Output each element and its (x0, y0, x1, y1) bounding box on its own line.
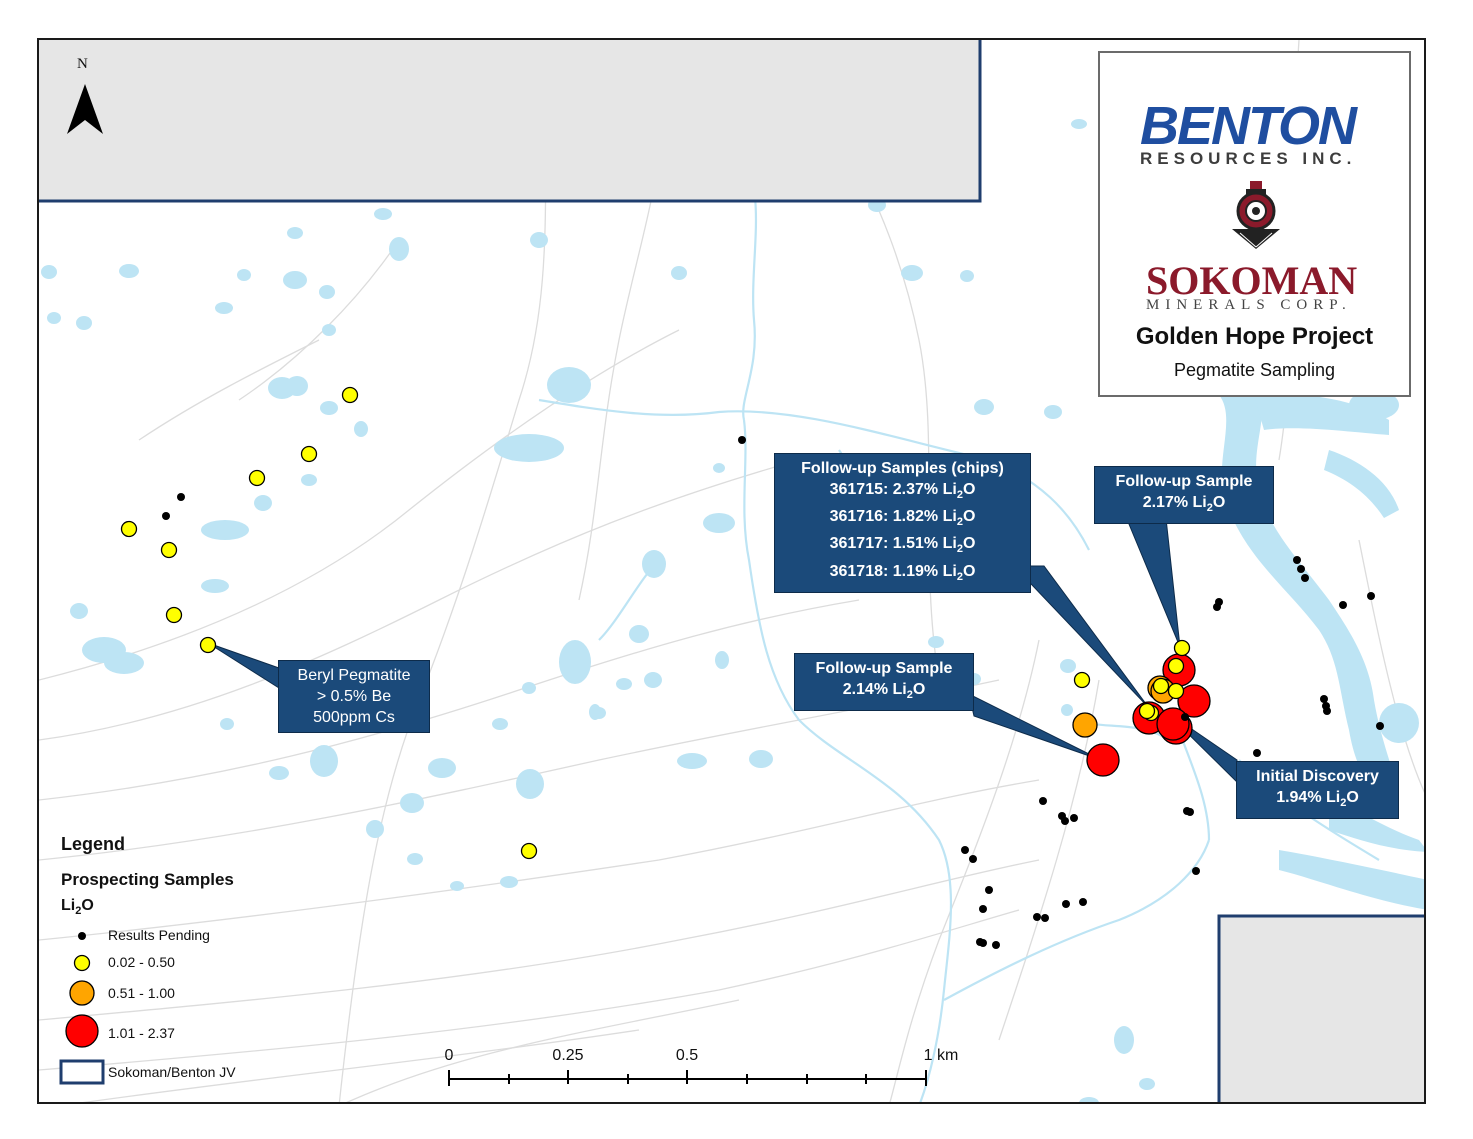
callout-line: 361715: 2.37% Li2O (829, 481, 976, 502)
outside-jv-area-top (39, 40, 979, 201)
sample-pending-marker (1039, 797, 1047, 805)
legend-label: Sokoman/Benton JV (108, 1064, 236, 1080)
sample-result-marker (160, 541, 178, 559)
jv-boundary-top (39, 40, 982, 203)
sokoman-logo: SOKOMAN (1146, 258, 1358, 303)
sample-pending-marker (1301, 574, 1309, 582)
sample-pending-marker (1253, 749, 1261, 757)
sample-result-marker (300, 445, 318, 463)
sample-result-marker (1138, 702, 1156, 720)
callout-followup-217: Follow-up Sample 2.17% Li2O (1094, 466, 1274, 525)
callout-line: Initial Discovery (1256, 768, 1379, 785)
callout-followup-214: Follow-up Sample 2.14% Li2O (794, 653, 974, 712)
locomotive-logo-icon (1232, 181, 1280, 249)
jv-boundary-bottom (1217, 914, 1424, 1102)
sample-pending-marker (1297, 565, 1305, 573)
sample-result-marker (1173, 639, 1191, 657)
benton-subtitle: RESOURCES INC. (1140, 149, 1357, 168)
scale-label-1km: 1 km (923, 1047, 959, 1064)
north-arrow (67, 84, 103, 134)
sample-pending-marker (1041, 914, 1049, 922)
sample-pending-marker (1367, 592, 1375, 600)
sample-pending-marker (985, 886, 993, 894)
callout-line: 1.94% Li2O (1276, 789, 1359, 810)
callout-line: 361717: 1.51% Li2O (829, 535, 976, 556)
sample-pending-marker (1323, 707, 1331, 715)
legend-field-title: Li2O (61, 897, 94, 918)
sokoman-subtitle: MINERALS CORP. (1146, 297, 1352, 313)
legend-symbols (59, 932, 105, 1085)
callout-line: 2.14% Li2O (842, 681, 926, 702)
callout-line: > 0.5% Be (316, 688, 392, 705)
sample-result-marker (520, 842, 538, 860)
sample-result-marker (1177, 684, 1211, 718)
callout-line: 361716: 1.82% Li2O (829, 508, 976, 529)
callout-beryl-pegmatite: Beryl Pegmatite > 0.5% Be 500ppm Cs (278, 660, 430, 733)
sample-pending-marker (177, 493, 185, 501)
sample-result-marker (1086, 743, 1120, 777)
callout-line: Follow-up Sample (815, 660, 953, 677)
legend-label: 0.02 - 0.50 (108, 954, 175, 970)
sample-pending-marker (1339, 601, 1347, 609)
sample-result-marker (165, 606, 183, 624)
callout-followup-chips: Follow-up Samples (chips) 361715: 2.37% … (774, 453, 1031, 593)
scale-bar (448, 1070, 927, 1086)
sample-pending-marker (1070, 814, 1078, 822)
north-label: N (77, 56, 88, 72)
outside-jv-area-bottom (1219, 916, 1424, 1102)
sample-pending-marker (1183, 807, 1191, 815)
sample-pending-marker (979, 905, 987, 913)
sample-pending-marker (1033, 913, 1041, 921)
legend-label: 1.01 - 2.37 (108, 1025, 175, 1041)
sample-pending-marker (961, 846, 969, 854)
benton-logo: BENTON (1140, 96, 1357, 156)
sample-pending-marker (992, 941, 1000, 949)
project-subtitle: Pegmatite Sampling (1173, 360, 1336, 380)
sample-result-marker (341, 386, 359, 404)
sample-result-marker (199, 636, 217, 654)
callout-pointers (207, 499, 1238, 784)
sample-result-marker (1072, 712, 1098, 738)
sample-pending-marker (1079, 898, 1087, 906)
sample-pending-marker (1376, 722, 1384, 730)
legend-label: 0.51 - 1.00 (108, 985, 175, 1001)
map-frame: N BENTON RESOURCES INC. SOKOMAN MINERALS… (37, 38, 1426, 1104)
callout-line: 2.17% Li2O (1142, 494, 1226, 515)
legend-title: Legend (61, 834, 126, 854)
legend-group-title: Prospecting Samples (61, 870, 234, 889)
callout-line: Beryl Pegmatite (297, 667, 411, 684)
sample-pending-marker (1192, 867, 1200, 875)
sample-result-marker (248, 469, 266, 487)
sample-pending-marker (1320, 695, 1328, 703)
scale-label-0: 0 (444, 1047, 454, 1064)
sample-result-marker (1167, 657, 1185, 675)
callout-initial-discovery: Initial Discovery 1.94% Li2O (1236, 761, 1399, 820)
sample-pending-marker (979, 939, 987, 947)
callout-line: 500ppm Cs (313, 709, 395, 726)
sample-points (120, 386, 1384, 949)
project-title: Golden Hope Project (1135, 323, 1374, 350)
sample-pending-marker (1181, 713, 1189, 721)
sample-result-marker (1156, 707, 1190, 741)
sample-result-marker (120, 520, 138, 538)
title-box: BENTON RESOURCES INC. SOKOMAN MINERALS C… (1098, 51, 1411, 397)
sample-pending-marker (162, 512, 170, 520)
sample-result-marker (1152, 677, 1170, 695)
callout-line: Follow-up Samples (chips) (801, 460, 1004, 477)
sample-result-marker (1167, 682, 1185, 700)
callout-line: 361718: 1.19% Li2O (829, 562, 976, 583)
callout-line: Follow-up Sample (1115, 473, 1253, 490)
sample-pending-marker (1061, 817, 1069, 825)
sample-pending-marker (1293, 556, 1301, 564)
sample-pending-marker (1213, 603, 1221, 611)
legend-label: Results Pending (108, 927, 210, 943)
scale-label-025: 0.25 (552, 1047, 584, 1064)
sample-result-marker (1073, 671, 1091, 689)
sample-pending-marker (1062, 900, 1070, 908)
sample-pending-marker (969, 855, 977, 863)
sample-pending-marker (738, 436, 746, 444)
scale-label-05: 0.5 (675, 1047, 699, 1064)
